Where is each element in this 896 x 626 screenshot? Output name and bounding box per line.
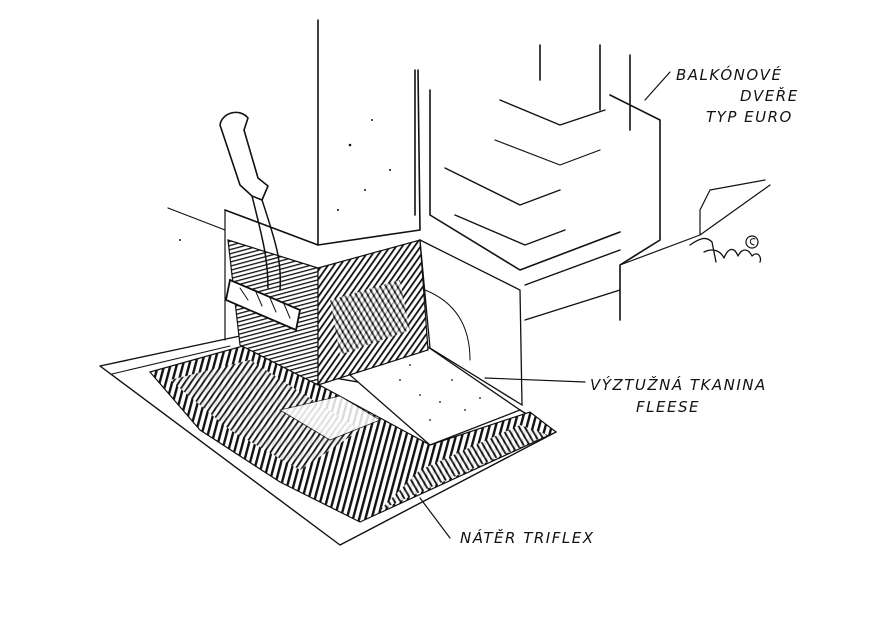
label-balcony-door: BALKÓNOVÉ DVEŘE TYP EURO bbox=[676, 65, 799, 126]
paint-roller bbox=[219, 111, 302, 332]
label-coating: NÁTĚR TRIFLEX bbox=[460, 528, 594, 547]
fabric-label-line2: FLEESE bbox=[636, 398, 700, 416]
balcony-door bbox=[414, 44, 771, 321]
leader-lines bbox=[419, 71, 671, 539]
fleece-wall-panel bbox=[419, 238, 523, 407]
triflex-coating-floor bbox=[148, 343, 558, 523]
balcony-door-label-line3: TYP EURO bbox=[706, 108, 793, 126]
balcony-door-label-line1: BALKÓNOVÉ bbox=[676, 65, 782, 84]
fabric-label-line1: VÝZTUŽNÁ TKANINA bbox=[590, 375, 767, 394]
coating-label: NÁTĚR TRIFLEX bbox=[460, 528, 594, 547]
balcony-door-label-line2: DVEŘE bbox=[740, 86, 799, 105]
signature bbox=[689, 235, 762, 263]
label-fabric: VÝZTUŽNÁ TKANINA FLEESE bbox=[590, 375, 767, 416]
